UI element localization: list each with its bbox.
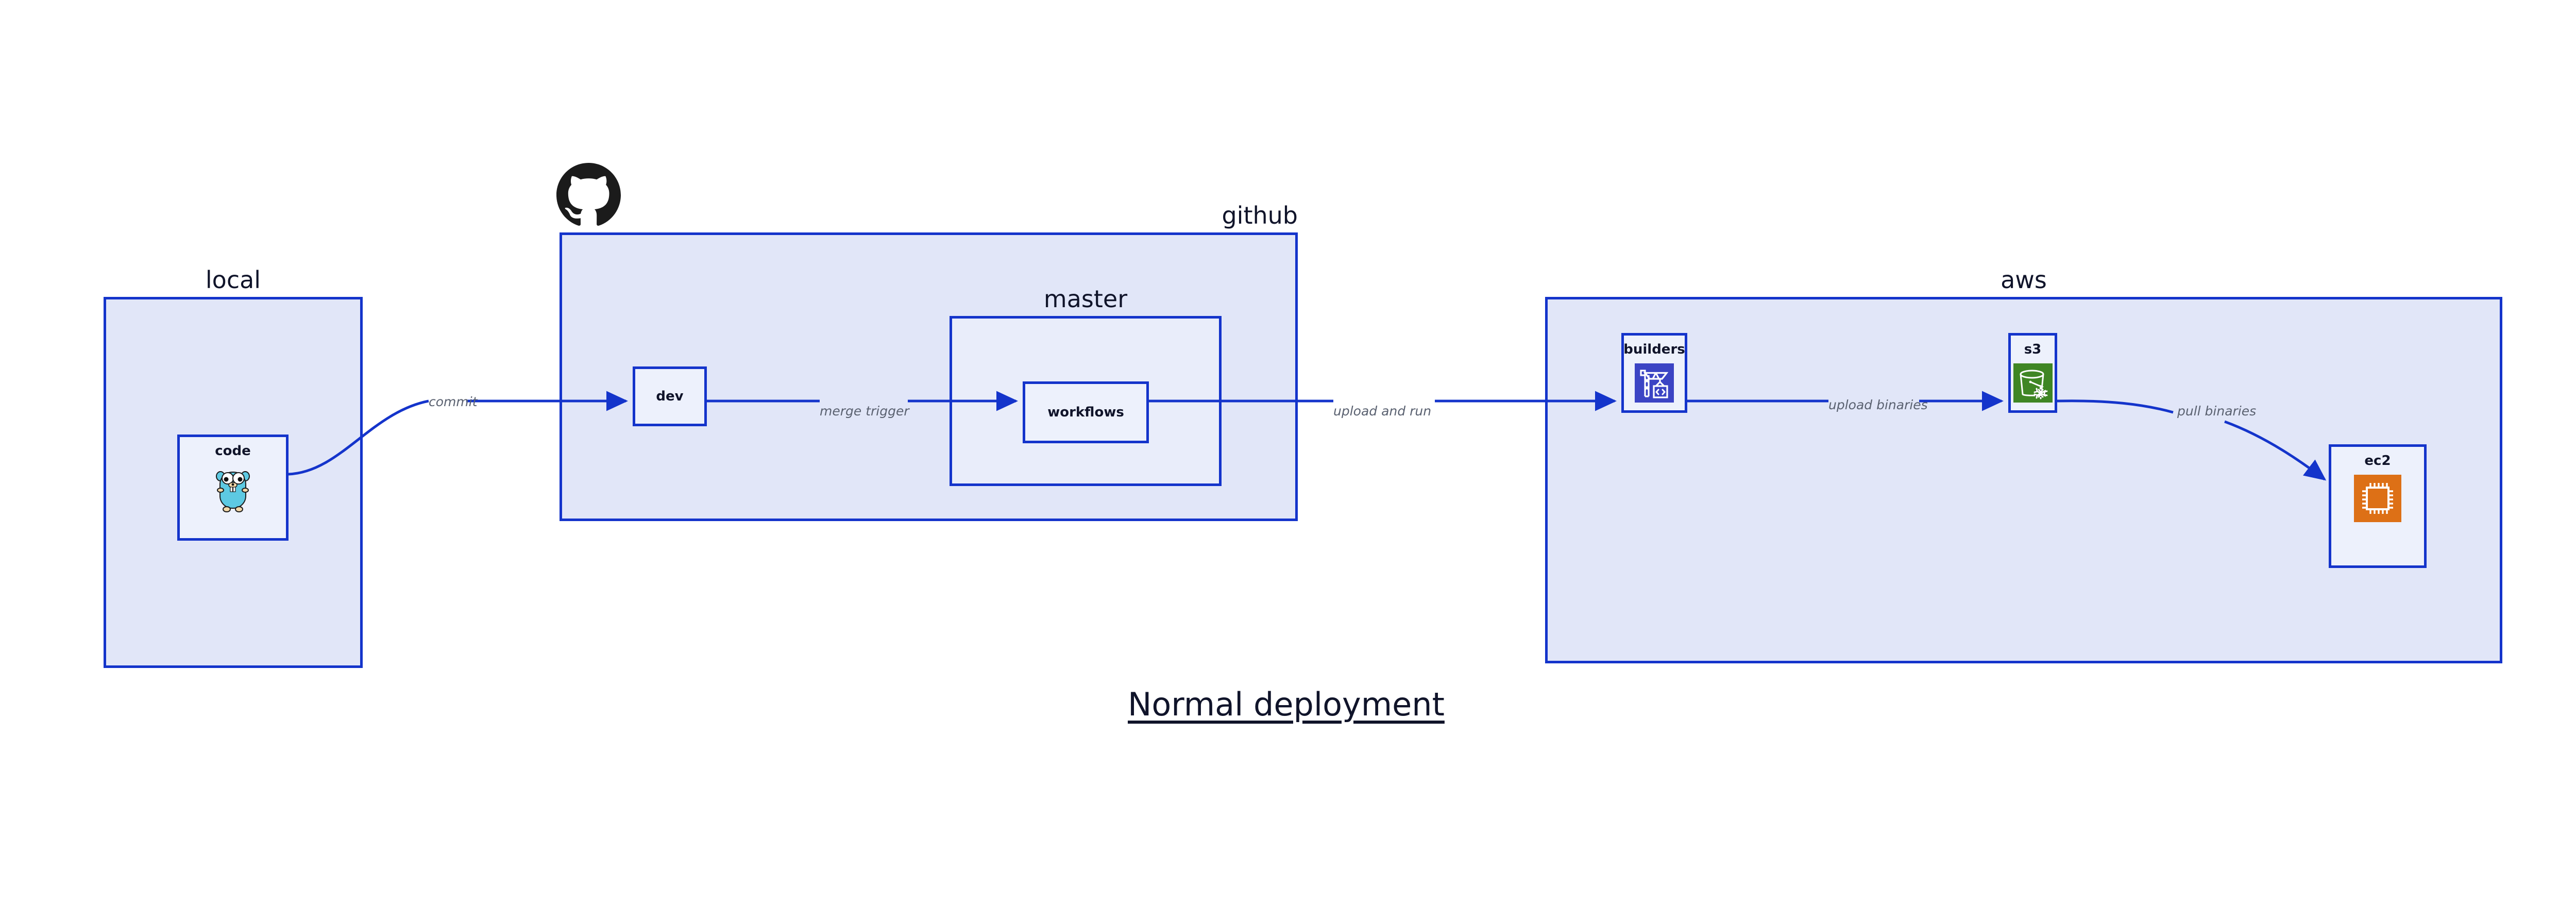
go-gopher-icon — [214, 465, 251, 516]
node-workflows[interactable]: workflows — [1023, 381, 1149, 443]
node-dev[interactable]: dev — [633, 366, 707, 426]
node-builders[interactable]: builders — [1621, 333, 1687, 413]
node-s3[interactable]: s3 — [2008, 333, 2057, 413]
aws-ec2-icon — [2354, 475, 2401, 522]
aws-builders-icon — [1635, 363, 1674, 403]
aws-s3-glacier-icon — [2013, 363, 2053, 403]
diagram-title: Normal deployment — [1128, 686, 1445, 723]
group-label-master: master — [1043, 285, 1128, 313]
github-octocat-icon — [556, 163, 621, 227]
group-label-local: local — [205, 266, 261, 294]
node-label-dev: dev — [656, 389, 684, 404]
node-label-ec2: ec2 — [2364, 453, 2391, 469]
node-code[interactable]: code — [177, 435, 289, 541]
node-label-builders: builders — [1623, 342, 1685, 357]
node-label-s3: s3 — [2024, 342, 2042, 357]
edge-label-upload-binaries: upload binaries — [1828, 397, 1928, 412]
node-label-workflows: workflows — [1047, 405, 1124, 420]
edge-label-upload-and-run: upload and run — [1333, 404, 1432, 419]
edge-label-commit: commit — [429, 394, 478, 409]
edge-label-merge-trigger: merge trigger — [820, 404, 909, 419]
node-label-code: code — [215, 443, 251, 459]
group-label-aws: aws — [2001, 266, 2047, 294]
node-ec2[interactable]: ec2 — [2329, 444, 2427, 568]
group-label-github: github — [1222, 202, 1298, 229]
edge-label-pull-binaries: pull binaries — [2177, 404, 2257, 419]
